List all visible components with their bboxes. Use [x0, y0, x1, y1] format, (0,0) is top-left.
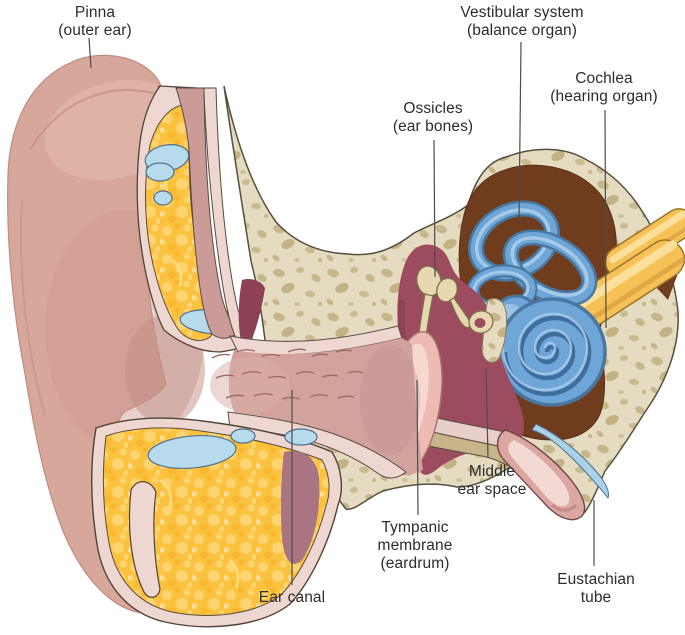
leader-line-cochlea — [604, 109, 607, 329]
upper-section-shape — [136, 85, 265, 354]
leader-line-middle-ear — [485, 367, 489, 459]
leader-line-tympanic — [416, 379, 419, 516]
label-vestibular-system: Vestibular system (balance organ) — [460, 4, 584, 39]
label-middle-ear-space: Middle ear space — [457, 463, 527, 498]
canal-hairs — [211, 348, 364, 400]
label-cochlea: Cochlea (hearing organ) — [550, 70, 658, 105]
label-tympanic-membrane: Tympanic membrane (eardrum) — [377, 519, 453, 572]
label-pinna: Pinna (outer ear) — [58, 4, 132, 39]
leader-line-vestibular — [518, 41, 522, 223]
label-ear-canal: Ear canal — [258, 589, 326, 606]
leader-line-pinna — [88, 37, 92, 69]
cochlea-shape — [497, 297, 607, 407]
lower-section-shape — [91, 417, 343, 628]
leader-lines — [88, 37, 607, 585]
eustachian-tube-shape — [496, 423, 609, 521]
ear-canal-shape — [210, 325, 423, 479]
label-ossicles: Ossicles (ear bones) — [392, 100, 474, 135]
label-eustachian-tube: Eustachian tube — [557, 571, 635, 606]
leader-line-ossicles — [433, 139, 436, 278]
